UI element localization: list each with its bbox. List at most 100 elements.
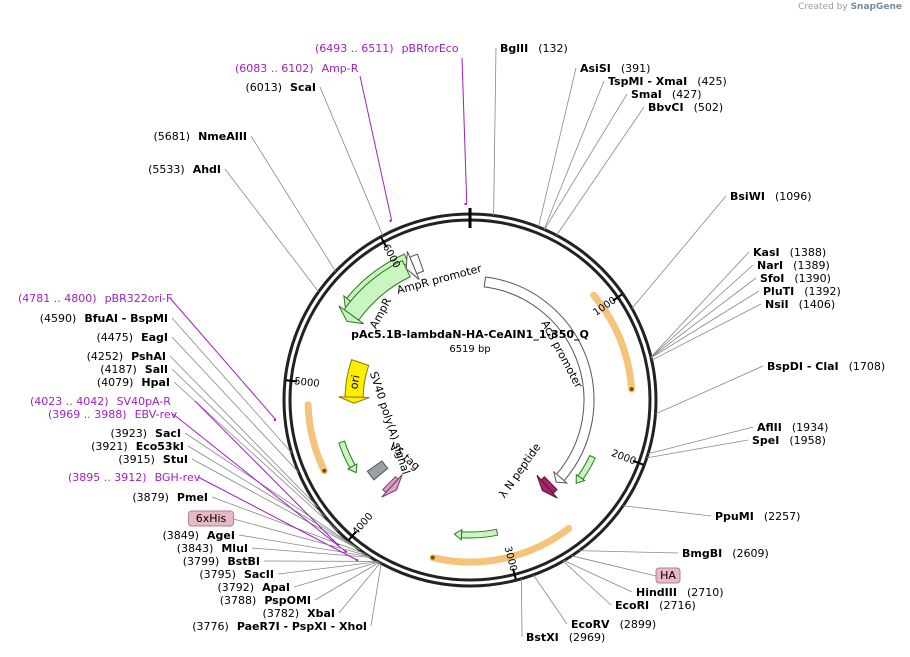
site-leader-33 [171,368,326,517]
primer-leader-2 [169,297,276,420]
v5-tag-arrow-head [381,474,403,498]
site-leader-17 [562,560,612,606]
site-label-16: HindIII(2710) [636,586,724,599]
lambda-n-arrow [536,474,558,499]
ori-arrow-head [338,396,370,404]
cds-arrow-2 [453,528,499,541]
site-label-38: (5681)NmeAIII [154,130,248,143]
site-name: BspDI - ClaI [767,360,839,373]
site-name: BsiWI [730,190,765,203]
primer-name: pBR322ori-F [105,292,173,305]
site-leader-27 [238,534,370,558]
sv40-polya-box [366,460,389,481]
site-label-28: (3879)PmeI [132,491,208,504]
primer-leader-3 [194,400,338,545]
site-name: MluI [221,542,248,555]
site-position: (3776) [192,620,229,633]
site-leader-6 [650,251,750,358]
orf-band-end-1 [430,555,435,560]
site-name: ScaI [290,81,316,94]
site-position: (1096) [775,190,812,203]
orf-band-2 [304,401,328,475]
site-leader-36 [171,317,292,454]
site-position: (4475) [97,331,134,344]
site-label-14: PpuMI(2257) [715,510,800,523]
site-label-7: NarI(1389) [757,259,830,272]
ampr-cds-arrow-head [338,305,365,325]
feature-label-6: λ N peptide [496,441,543,501]
site-position: (1958) [789,434,826,447]
site-position: (3921) [91,440,128,453]
site-leader-4 [556,106,645,236]
primer-name: pBRforEco [402,42,459,55]
site-label-3: SmaI(427) [631,88,702,101]
site-leader-26 [251,547,371,558]
site-name: NsiI [765,298,789,311]
site-name: BmgBI [682,547,722,560]
site-name: PmeI [177,491,208,504]
site-position: (1392) [804,285,841,298]
boxed-tag-bg-0 [188,510,234,527]
watermark-brand: SnapGene [850,2,902,12]
site-position: (2969) [569,631,606,644]
boxed-tag-6xhis: 6xHis [196,512,227,525]
site-label-34: (4252)PshAI [87,350,166,363]
site-leader-21 [338,562,381,614]
site-position: (502) [694,101,724,114]
tick-mark-3000 [512,568,517,580]
site-position: (3843) [177,542,214,555]
site-label-19: BstXI (2969) [526,631,605,644]
ori-arrow [338,359,370,404]
site-leader-22 [314,562,380,601]
site-leader-34 [169,355,319,508]
site-label-22: (3788)PspOMI [220,594,311,607]
primer-label-4: (3969 .. 3988)EBV-rev [48,408,178,421]
cds-arrow-1-head [575,473,586,485]
boxed-leader-1 [571,555,657,577]
site-leader-38 [250,135,336,272]
site-name: BstXI [526,631,559,644]
site-position: (2710) [687,586,724,599]
site-name: EcoRI [615,599,649,612]
site-label-6: KasI(1388) [753,246,826,259]
site-name: StuI [163,453,188,466]
site-label-15: BmgBI(2609) [682,547,769,560]
site-position: (1934) [792,421,829,434]
site-name: BglII [500,42,528,55]
plasmid-name: pAc5.1B-lambdaN-HA-CeAIN1_1-350_Q [351,328,589,341]
primer-name: Amp-R [322,62,359,75]
site-position: (2899) [620,618,657,631]
primer-range: (4781 .. 4800) [18,292,97,305]
primer-name: BGH-rev [155,471,201,484]
site-position: (391) [621,62,651,75]
feature-label-3: ori [347,374,362,390]
site-position: (4079) [97,376,134,389]
site-label-8: SfoI(1390) [760,272,831,285]
site-leader-2 [543,80,605,230]
site-name: AsiSI [580,62,611,75]
site-label-26: (3843) MluI [177,542,248,555]
primer-label-3: (4023 .. 4042)SV40pA-R [30,395,171,408]
ampr-promoter-arrow-body [409,253,425,275]
site-name: SmaI [631,88,662,101]
tick-mark-6000 [380,237,388,248]
site-leader-13 [646,439,749,459]
tick-mark-5000 [285,379,298,383]
site-leader-19 [521,578,523,638]
site-position: (1708) [849,360,886,373]
primer-name: SV40pA-R [117,395,172,408]
site-label-18: EcoRV(2899) [571,618,656,631]
primer-leader-1 [359,75,393,221]
site-label-5: BsiWI (1096) [730,190,812,203]
tick-label-5000: 5000 [294,376,320,390]
site-leader-28 [211,496,366,555]
site-name: AflII [757,421,782,434]
backbone [282,208,658,588]
site-leader-39 [319,86,384,236]
site-leader-20 [370,563,382,627]
primer-label-2: (4781 .. 4800) pBR322ori-F [18,292,172,305]
site-leader-11 [655,365,764,415]
primer-leader-0 [461,57,468,205]
site-label-2: TspMI - XmaI(425) [608,75,727,88]
site-name: NarI [757,259,783,272]
